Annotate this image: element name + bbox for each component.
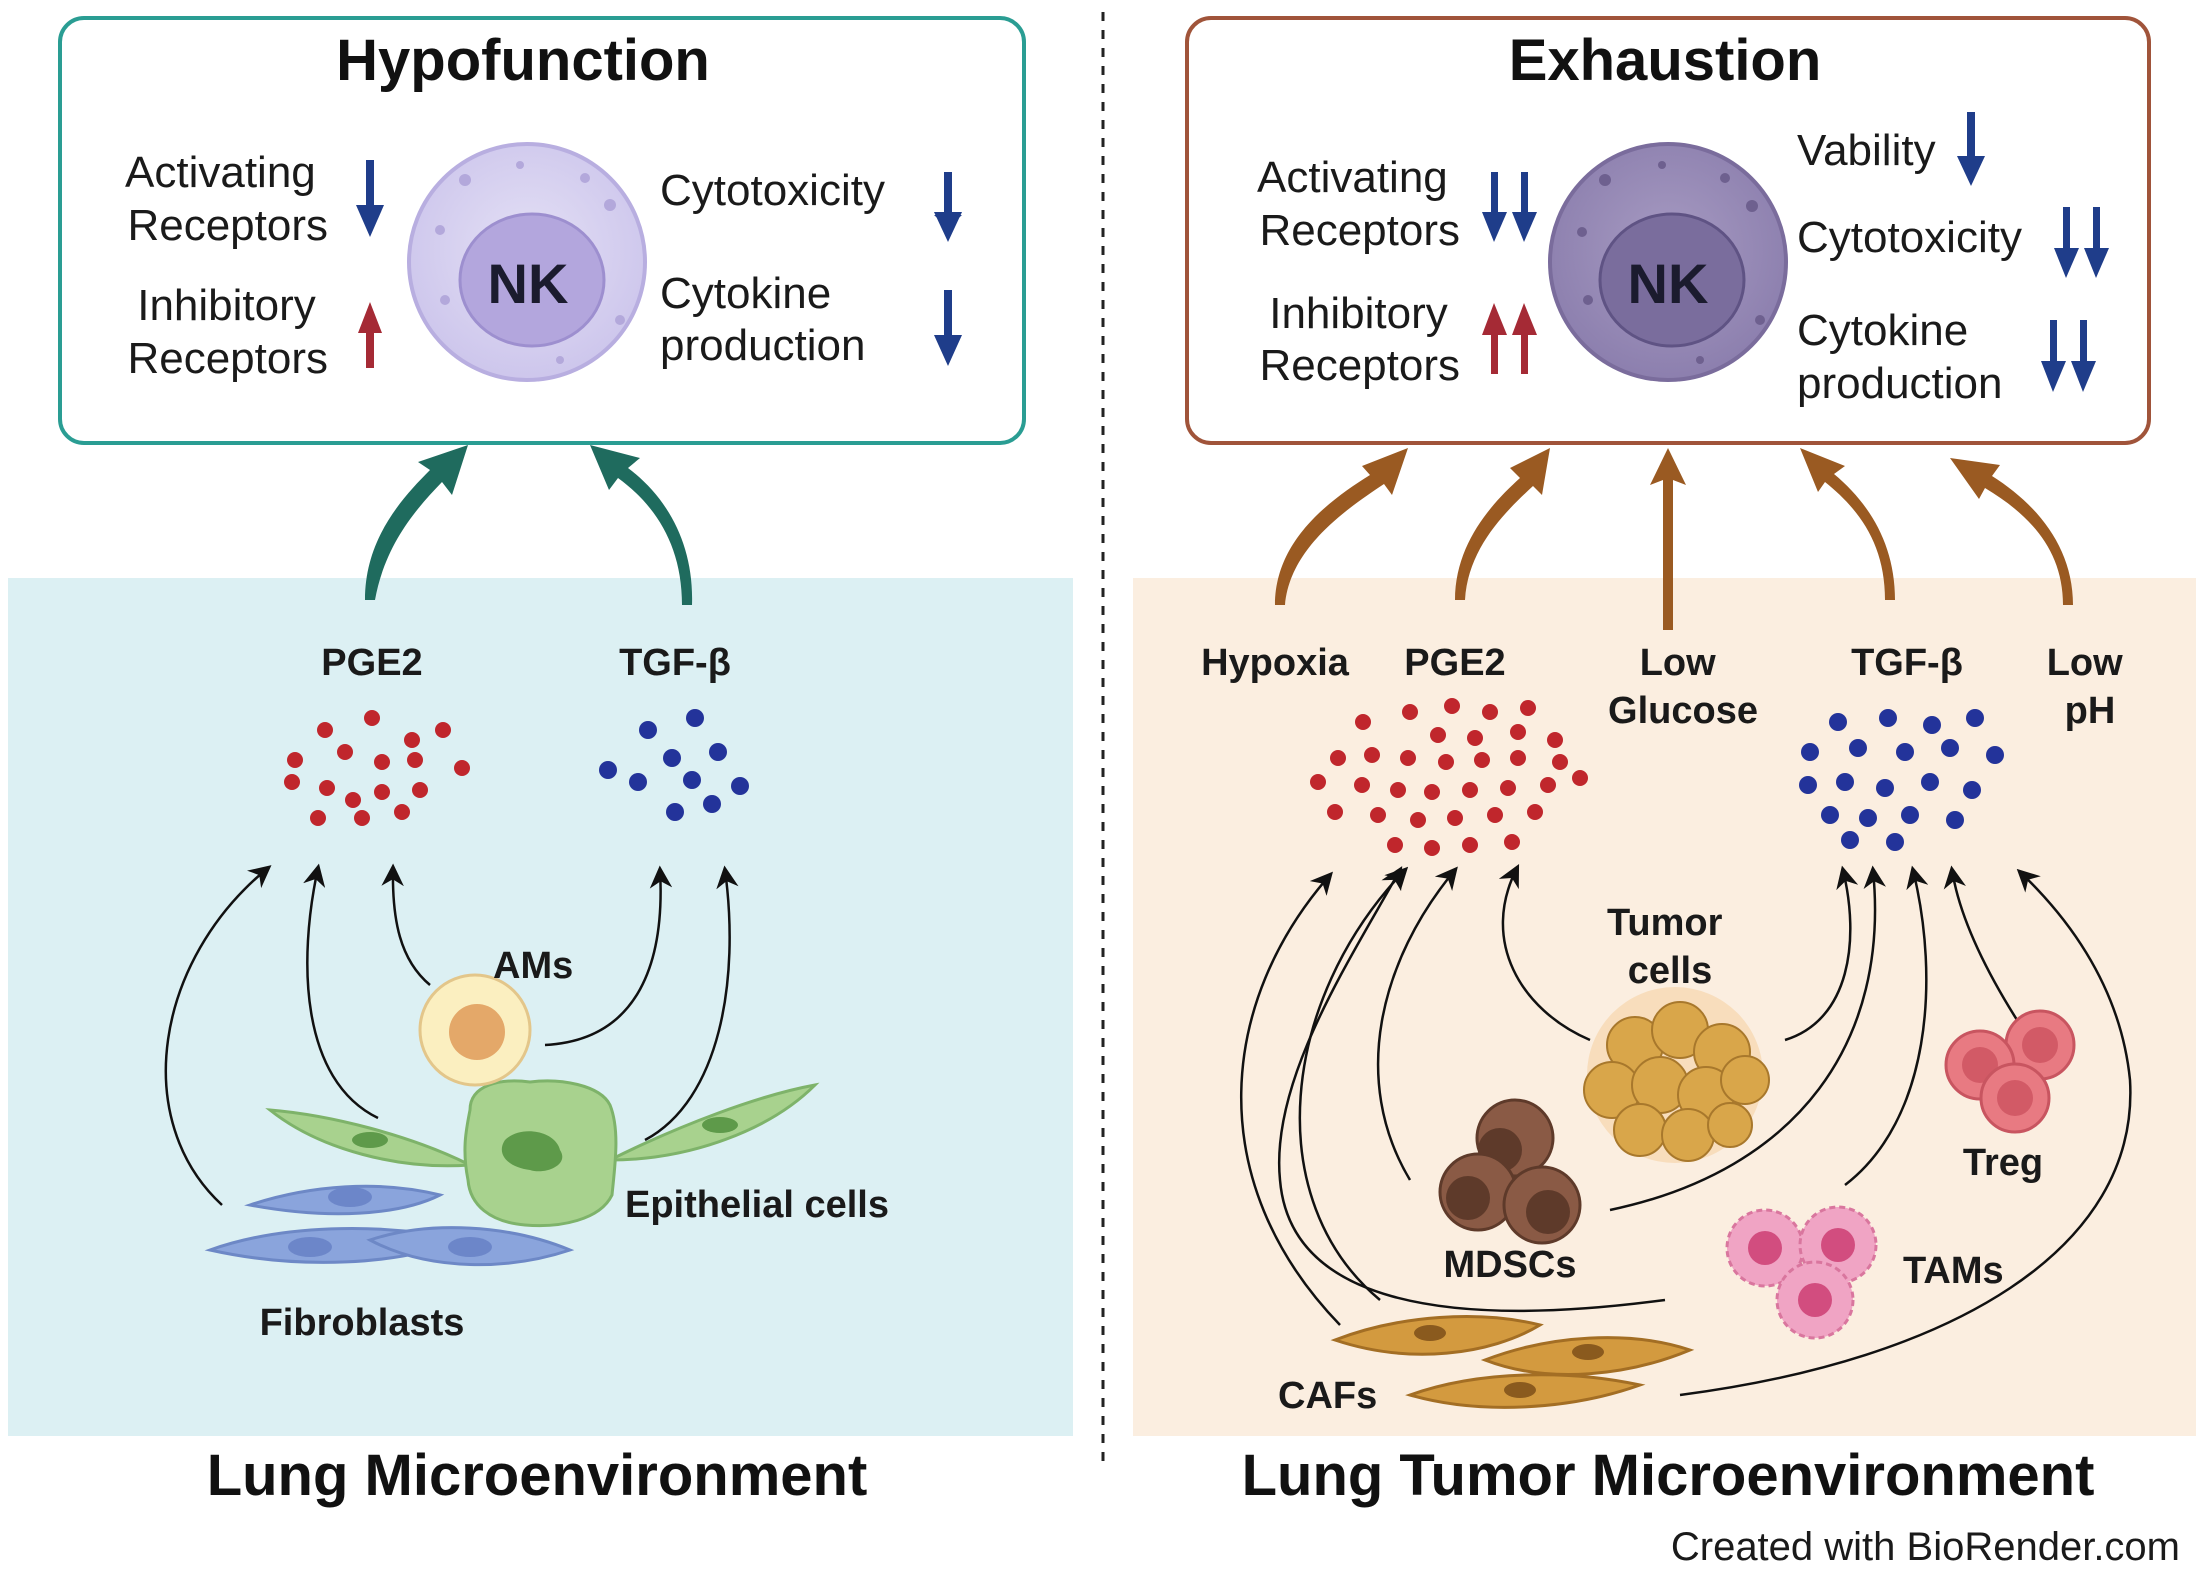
treg-icon	[1944, 1009, 2076, 1134]
tumor-cell-icon	[1583, 987, 1770, 1163]
tgfb-dots-left	[599, 709, 749, 821]
mdsc-icon	[1438, 1098, 1582, 1245]
left-big-arrows	[365, 445, 693, 605]
epithelial-cells-label: Epithelial cells	[625, 1184, 889, 1226]
ams-label: AMs	[493, 945, 573, 987]
double-up-arrow-icon	[1482, 303, 1537, 374]
down-arrow-icon	[934, 172, 962, 242]
inhibitory-receptors-label: Inhibitory Receptors	[127, 281, 328, 383]
lung-tumor-microenvironment-title: Lung Tumor Microenvironment	[1242, 1443, 2095, 1508]
tgfb-label-left: TGF-β	[619, 642, 731, 684]
down-arrow-icon	[934, 290, 962, 366]
lung-microenvironment-title: Lung Microenvironment	[207, 1443, 868, 1508]
low-ph-label: Low pH	[2047, 642, 2134, 732]
activating-receptors-label-right: Activating Receptors	[1257, 153, 1460, 255]
hypoxia-label: Hypoxia	[1201, 642, 1350, 684]
treg-label: Treg	[1963, 1142, 2043, 1184]
tumor-cells-label: Tumor cells	[1607, 902, 1733, 992]
cytotoxicity-label: Cytotoxicity	[660, 166, 885, 215]
pge2-dots-right	[1310, 698, 1588, 856]
pge2-dots-left	[284, 710, 470, 826]
cafs-label: CAFs	[1278, 1375, 1377, 1417]
cytokine-production-label-right: Cytokine production	[1797, 306, 2002, 408]
lung-panel	[8, 578, 1073, 1436]
tam-icon	[1725, 1205, 1878, 1340]
right-thin-arrows	[1240, 863, 2132, 1397]
exhaustion-title: Exhaustion	[1509, 28, 1822, 93]
fibroblasts-label: Fibroblasts	[260, 1302, 465, 1344]
svg-text:NK: NK	[488, 252, 569, 315]
left-thin-arrows	[164, 863, 739, 1206]
fibroblast-icon	[204, 1184, 575, 1267]
pge2-label-right: PGE2	[1404, 642, 1505, 684]
activating-receptors-label: Activating Receptors	[125, 148, 328, 250]
cytotoxicity-label-right: Cytotoxicity	[1797, 213, 2022, 262]
right-big-arrows	[1275, 448, 2073, 630]
vability-label: Vability	[1797, 126, 1936, 175]
tgfb-label-right: TGF-β	[1851, 642, 1963, 684]
nk-cell-icon: NK	[1548, 142, 1788, 382]
pge2-label-left: PGE2	[321, 642, 422, 684]
nk-cell-icon: NK	[407, 142, 647, 382]
svg-text:NK: NK	[1628, 252, 1709, 315]
macrophage-icon	[418, 973, 532, 1087]
up-arrow-icon	[358, 302, 382, 368]
down-arrow-icon	[1957, 112, 1985, 186]
inhibitory-receptors-label-right: Inhibitory Receptors	[1259, 289, 1460, 390]
cytokine-production-label: Cytokine production	[660, 269, 865, 370]
hypofunction-box: Hypofunction Activating Receptors Inhibi…	[58, 16, 1026, 445]
tgfb-dots-right	[1799, 709, 2004, 851]
mdscs-label: MDSCs	[1443, 1244, 1576, 1286]
double-down-arrow-icon	[2041, 320, 2096, 392]
caf-icon	[1330, 1315, 1695, 1409]
double-down-arrow-icon	[2054, 207, 2109, 278]
hypofunction-title: Hypofunction	[336, 28, 710, 93]
low-glucose-label: Low Glucose	[1608, 642, 1758, 732]
down-arrow-icon	[356, 160, 384, 237]
double-down-arrow-icon	[1482, 172, 1537, 242]
epithelial-cell-icon	[265, 1079, 820, 1228]
biorender-credit: Created with BioRender.com	[1671, 1525, 2180, 1569]
tams-label: TAMs	[1903, 1250, 2004, 1292]
exhaustion-box: Exhaustion Activating Receptors Inhibito…	[1185, 16, 2151, 445]
